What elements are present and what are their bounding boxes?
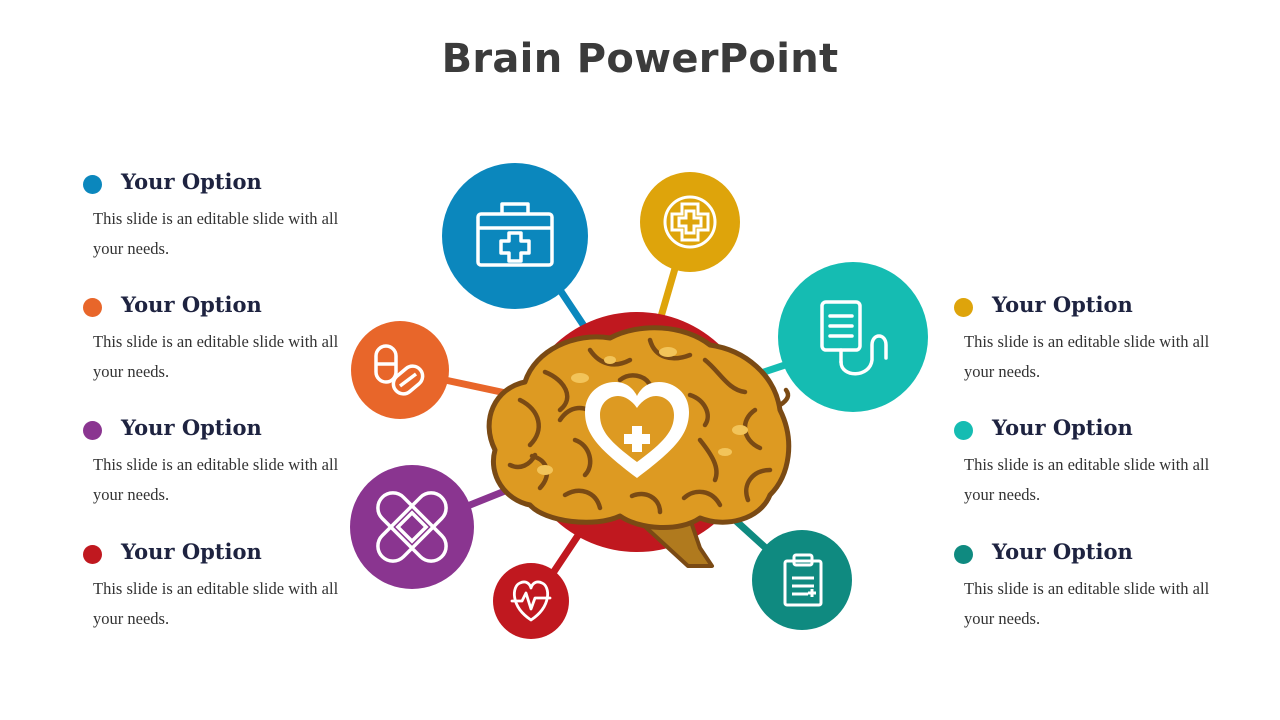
- option-orange: Your Option This slide is an editable sl…: [83, 292, 403, 386]
- option-description: This slide is an editable slide with all…: [93, 579, 339, 628]
- option-description: This slide is an editable slide with all…: [964, 579, 1210, 628]
- pills-icon: [374, 344, 425, 396]
- option-bullet-red: [83, 545, 102, 564]
- option-red: Your Option This slide is an editable sl…: [83, 539, 403, 633]
- option-bullet-orange: [83, 298, 102, 317]
- heartbeat-icon: [510, 580, 552, 622]
- option-title: Your Option: [121, 539, 262, 564]
- option-title: Your Option: [992, 539, 1133, 564]
- brain-illustration: [486, 325, 792, 568]
- option-blue: Your Option This slide is an editable sl…: [83, 169, 403, 263]
- orange-circle: [351, 321, 449, 419]
- option-bullet-turquoise: [954, 421, 973, 440]
- option-bullet-gold: [954, 298, 973, 317]
- option-description: This slide is an editable slide with all…: [964, 332, 1210, 381]
- option-title: Your Option: [992, 292, 1133, 317]
- option-description: This slide is an editable slide with all…: [93, 209, 339, 258]
- bandage-icon: [376, 491, 448, 563]
- iv-drip-icon: [820, 300, 888, 376]
- option-teal: Your Option This slide is an editable sl…: [954, 539, 1274, 633]
- clipboard-icon: [783, 553, 823, 607]
- option-title: Your Option: [121, 415, 262, 440]
- option-title: Your Option: [121, 292, 262, 317]
- option-description: This slide is an editable slide with all…: [93, 455, 339, 504]
- option-title: Your Option: [121, 169, 262, 194]
- option-purple: Your Option This slide is an editable sl…: [83, 415, 403, 509]
- option-description: This slide is an editable slide with all…: [93, 332, 339, 381]
- option-gold: Your Option This slide is an editable sl…: [954, 292, 1274, 386]
- option-bullet-teal: [954, 545, 973, 564]
- medical-cross-badge-icon: [663, 195, 717, 249]
- slide-title: Brain PowerPoint: [441, 36, 839, 82]
- blue-circle: [442, 163, 588, 309]
- first-aid-kit-icon: [476, 202, 554, 267]
- option-description: This slide is an editable slide with all…: [964, 455, 1210, 504]
- purple-circle: [350, 465, 474, 589]
- red-circle: [493, 563, 569, 639]
- option-title: Your Option: [992, 415, 1133, 440]
- option-bullet-blue: [83, 175, 102, 194]
- option-bullet-purple: [83, 421, 102, 440]
- teal-circle: [752, 530, 852, 630]
- option-turquoise: Your Option This slide is an editable sl…: [954, 415, 1274, 509]
- gold-circle: [640, 172, 740, 272]
- heart-plus-icon: [585, 382, 689, 478]
